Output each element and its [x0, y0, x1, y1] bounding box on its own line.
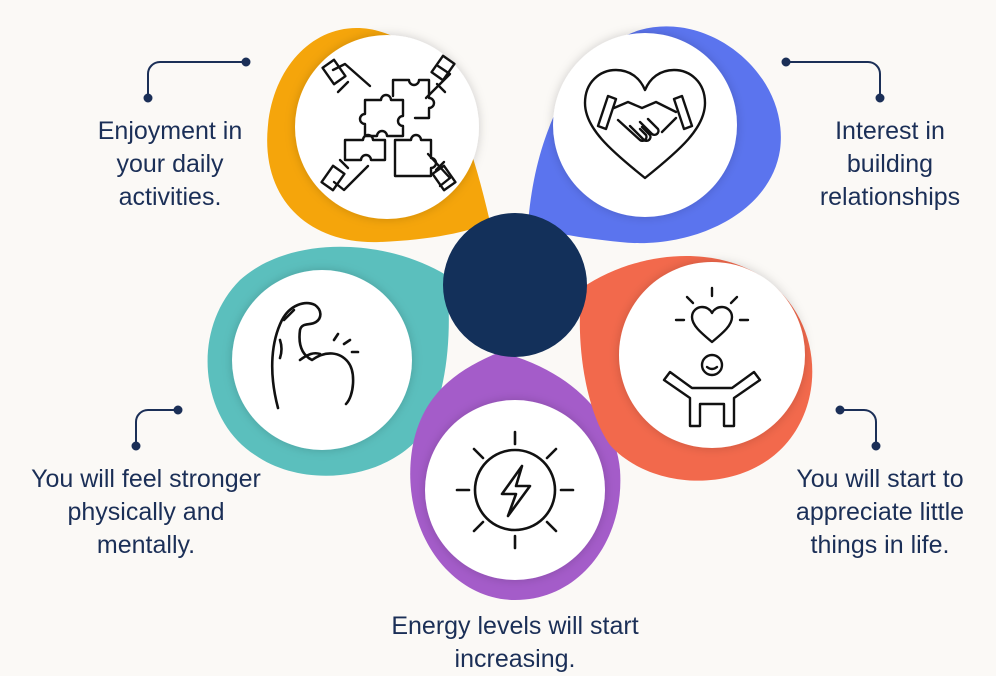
connector-stronger — [131, 405, 183, 451]
connector-appreciate — [835, 405, 881, 451]
connector-enjoyment — [143, 57, 251, 103]
petal-enjoyment — [267, 28, 490, 243]
lightning-sun-icon — [455, 430, 575, 550]
label-relationships: Interest in building relationships — [819, 117, 961, 211]
heart-handshake-icon — [583, 68, 707, 180]
connector-relationships — [781, 57, 885, 103]
puzzle-hands-icon — [320, 54, 457, 192]
petal-stronger — [207, 246, 449, 476]
center-circle — [443, 213, 587, 357]
label-enjoyment: Enjoyment in your daily activities. — [97, 117, 243, 211]
flexed-arm-icon — [270, 301, 360, 410]
petal-appreciate — [579, 256, 813, 481]
person-heart-icon — [662, 286, 762, 428]
label-appreciate: You will start to appreciate little thin… — [795, 465, 965, 559]
label-energy: Energy levels will start increasing. — [391, 612, 639, 673]
label-stronger: You will feel stronger physically and me… — [31, 465, 261, 559]
